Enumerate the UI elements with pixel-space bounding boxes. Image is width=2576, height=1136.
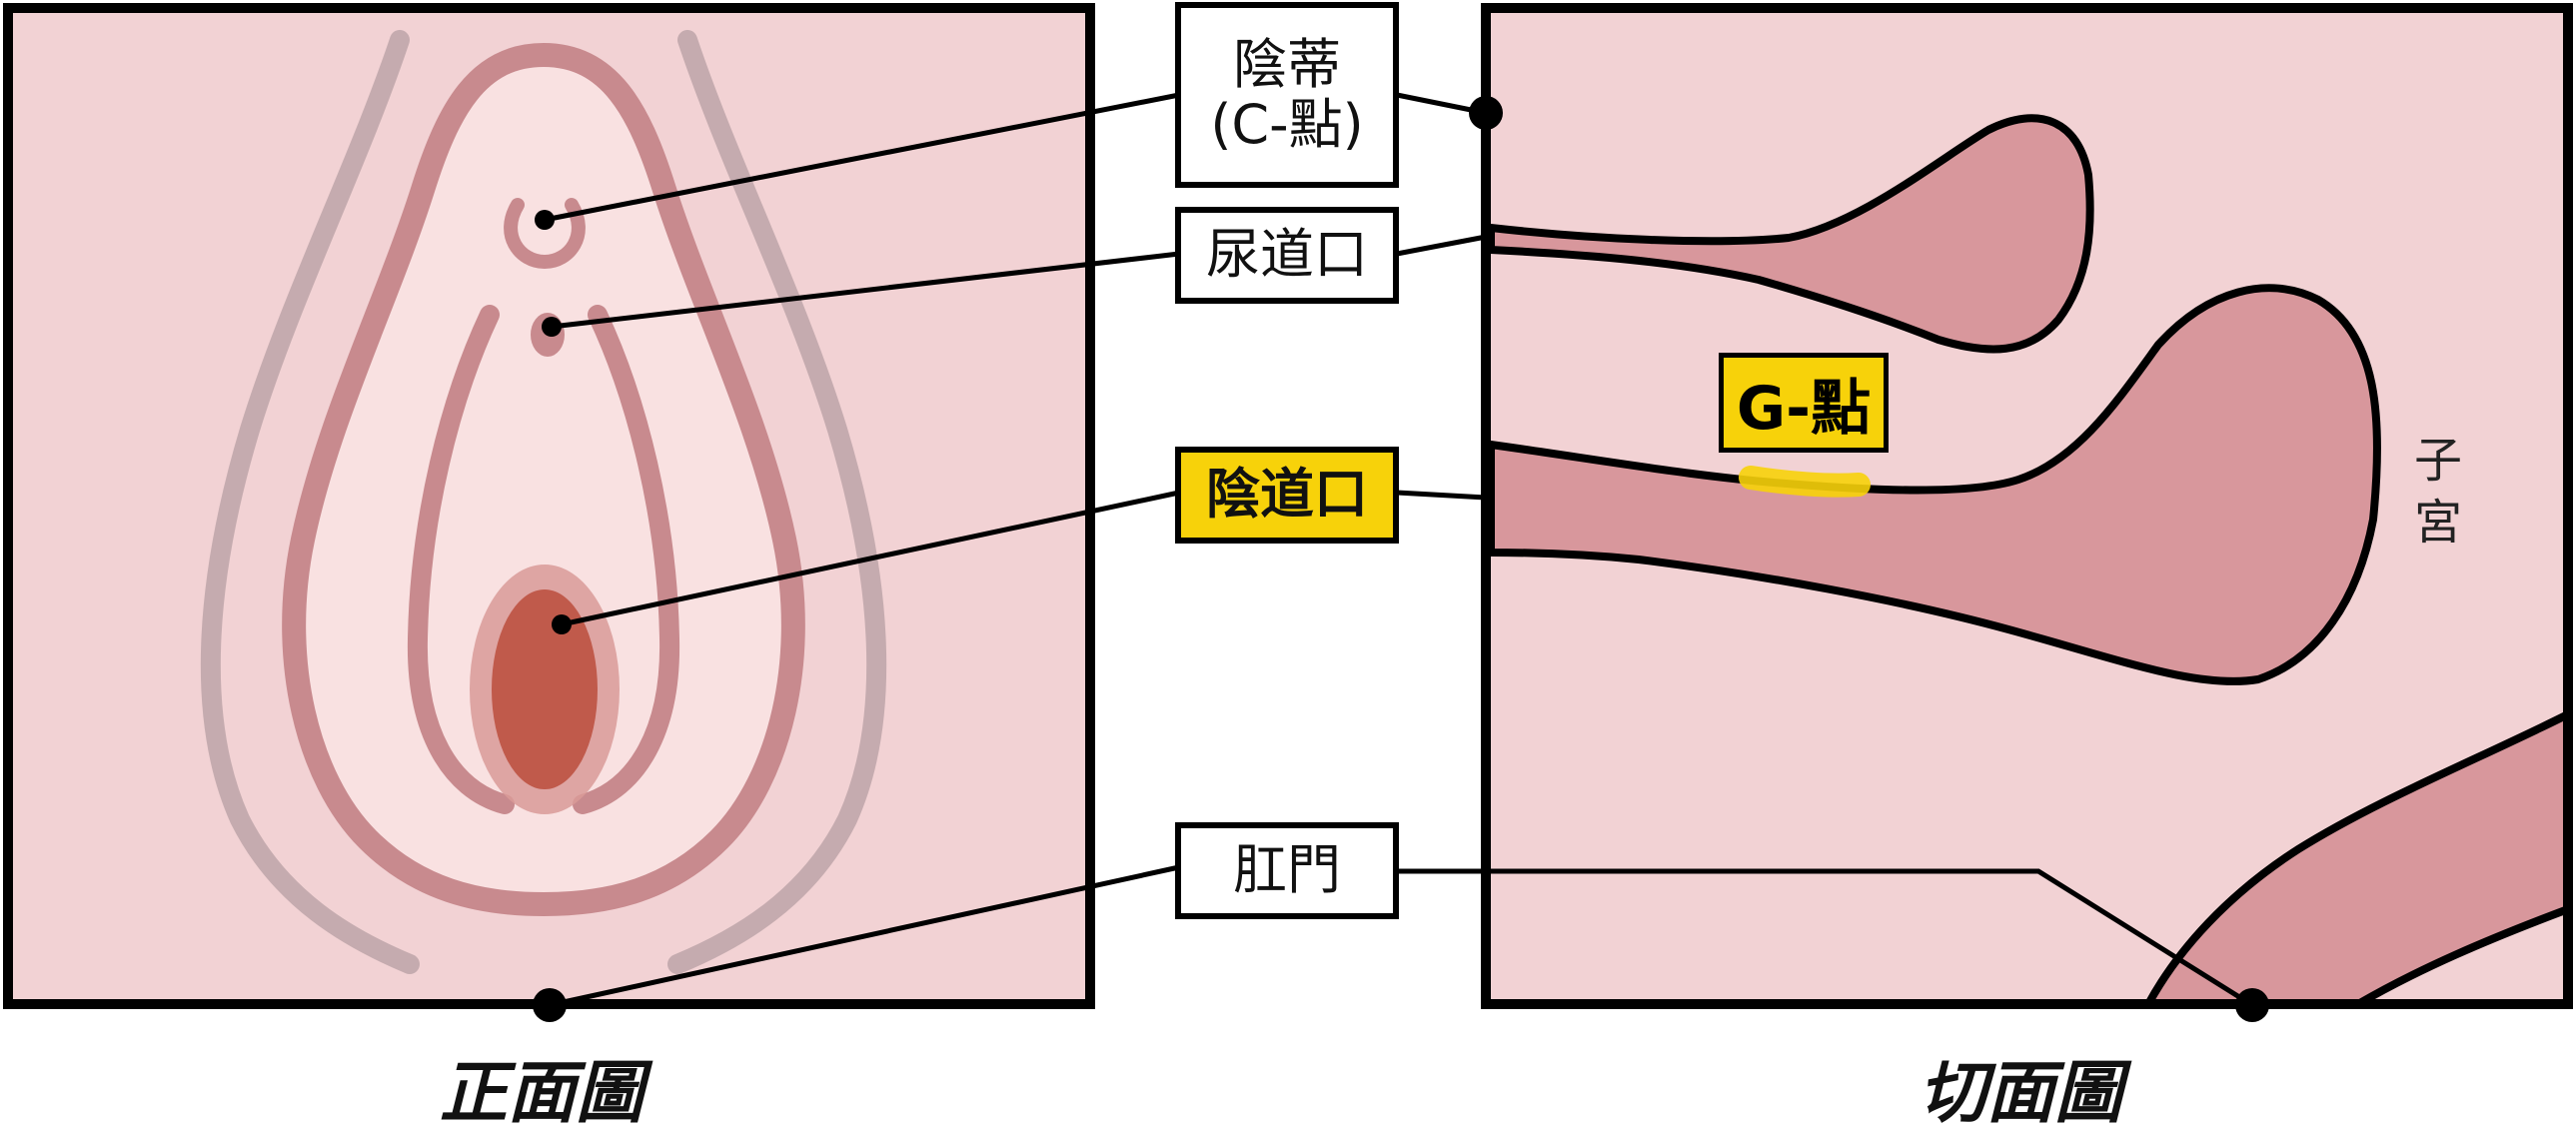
label-clitoris-line1: 陰蒂 bbox=[1232, 32, 1341, 96]
dot-clitoris bbox=[535, 210, 555, 230]
leader-anus-front bbox=[549, 864, 1180, 1008]
leader-vagina-section bbox=[1396, 490, 1487, 501]
gspot-highlight bbox=[1739, 466, 1871, 498]
leader-urethra-section bbox=[1396, 234, 1487, 257]
label-vagina: 陰道口 bbox=[1175, 447, 1399, 544]
section-view-frame bbox=[1481, 3, 2573, 1009]
rectum bbox=[2148, 714, 2568, 1004]
leader-vagina-front bbox=[561, 490, 1180, 627]
label-gspot-text: G-點 bbox=[1736, 373, 1872, 444]
dot-urethra bbox=[542, 317, 562, 337]
labia-minora-left bbox=[407, 305, 515, 814]
label-clitoris-line2: (C-點) bbox=[1210, 93, 1364, 156]
leader-anus-section bbox=[1397, 868, 2254, 1008]
dot-anus-section bbox=[2235, 988, 2269, 1022]
front-view-panel bbox=[3, 3, 1095, 1009]
caption-front-view: 正面圖 bbox=[440, 1054, 644, 1133]
vaginal-opening bbox=[492, 589, 598, 789]
dot-vagina bbox=[552, 614, 572, 634]
outer-labia-contour-right bbox=[667, 30, 887, 974]
dot-anus-front bbox=[533, 988, 567, 1022]
leader-clitoris-front bbox=[544, 92, 1180, 223]
leader-dots bbox=[533, 96, 2269, 1022]
leader-urethra-front bbox=[551, 251, 1180, 330]
label-gspot: G-點 bbox=[1719, 353, 1889, 453]
bladder bbox=[1487, 114, 2094, 354]
caption-section-view: 切面圖 bbox=[1919, 1054, 2123, 1133]
rectum-upper-wall bbox=[2144, 710, 2570, 1006]
clitoral-hood bbox=[504, 198, 586, 270]
label-urethra: 尿道口 bbox=[1175, 207, 1399, 304]
label-anus-text: 肛門 bbox=[1233, 838, 1341, 902]
label-uterus-char2: 宮 bbox=[2413, 495, 2462, 552]
rectum-lower-wall bbox=[2355, 905, 2570, 1008]
labia-minora-right bbox=[573, 305, 680, 814]
label-uterus: 子 宮 bbox=[2408, 430, 2468, 555]
label-urethra-text: 尿道口 bbox=[1206, 223, 1368, 287]
label-vagina-text: 陰道口 bbox=[1206, 463, 1368, 527]
section-view-panel bbox=[1481, 3, 2573, 1009]
label-uterus-char1: 子 bbox=[2413, 433, 2462, 489]
outer-labia-contour-left bbox=[200, 30, 420, 974]
label-clitoris: 陰蒂 (C-點) bbox=[1175, 2, 1399, 188]
leader-lines bbox=[544, 92, 2254, 1008]
dot-clitoris-section bbox=[1469, 96, 1503, 130]
uterus-and-vaginal-canal bbox=[1487, 284, 2382, 685]
label-anus: 肛門 bbox=[1175, 822, 1399, 919]
